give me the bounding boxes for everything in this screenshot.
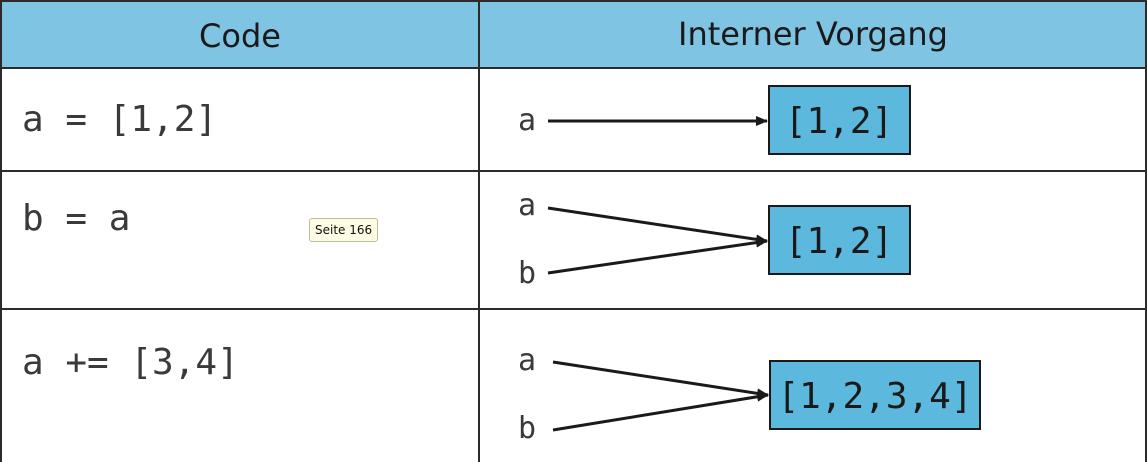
- variable-label: a: [518, 188, 536, 223]
- reference-arrow: [552, 391, 769, 432]
- variable-label: a: [518, 343, 536, 378]
- code-cell: a = [1,2]: [22, 99, 217, 140]
- reference-arrow: [547, 237, 768, 275]
- list-object-box: [769, 360, 981, 430]
- list-object-value: [1,2]: [785, 221, 893, 262]
- column-header-code: Code: [199, 17, 281, 55]
- variable-label: a: [518, 103, 536, 138]
- code-cell: b = a: [22, 198, 130, 239]
- list-object-value: [1,2,3,4]: [777, 376, 972, 417]
- reference-arrow: [552, 360, 769, 399]
- code-cell: a += [3,4]: [22, 342, 239, 383]
- variable-label: b: [518, 411, 536, 446]
- list-object-value: [1,2]: [785, 101, 893, 142]
- reference-arrow: [547, 206, 768, 245]
- table-row: b = a a b [1,2]: [22, 188, 911, 291]
- list-object-box: [768, 205, 911, 275]
- table-row: a += [3,4] a b [1,2,3,4]: [22, 342, 981, 446]
- table-header: [0, 0, 1147, 68]
- column-header-internal: Interner Vorgang: [678, 15, 948, 53]
- variable-label: b: [518, 256, 536, 291]
- page-tooltip: Seite 166: [309, 218, 379, 242]
- table-row: a = [1,2] a [1,2]: [22, 85, 911, 155]
- list-object-box: [768, 85, 911, 155]
